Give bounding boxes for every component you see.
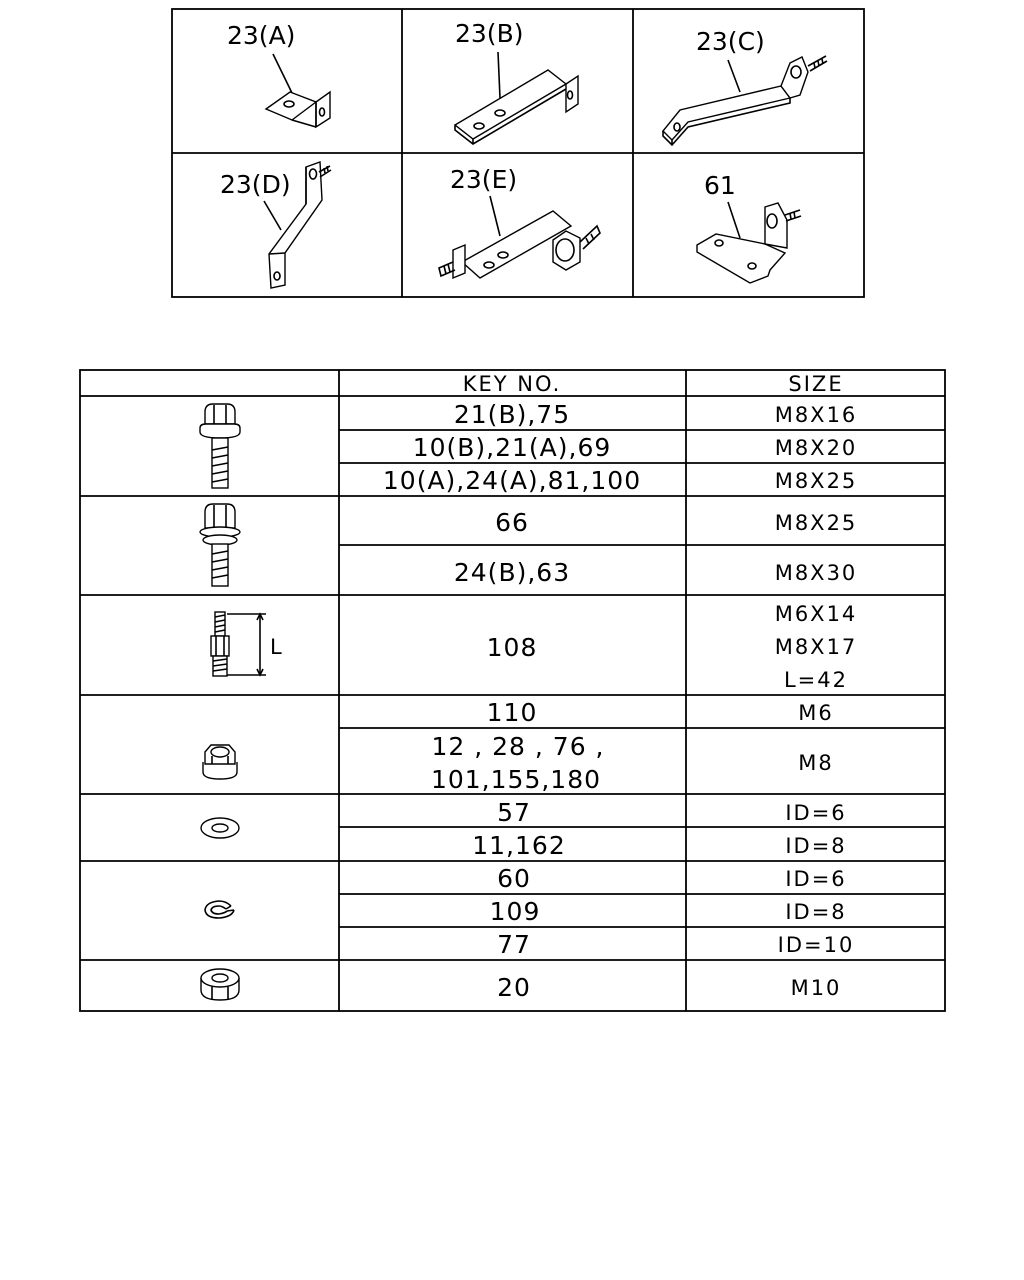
bolt-hole	[308, 168, 318, 180]
size-cell: ID=10	[778, 933, 855, 957]
key-no-cell: 20	[497, 973, 531, 1002]
bracket-23a[interactable]: 23(A)	[227, 21, 331, 129]
key-no-cell: 101,155,180	[431, 765, 601, 794]
key-no-cell: 10(A),24(A),81,100	[383, 466, 641, 495]
bolt-hole	[747, 262, 757, 270]
flange-nut-icon	[202, 744, 238, 780]
bracket-23e-flange-right	[552, 230, 581, 271]
bracket-23d-strap	[268, 161, 323, 289]
size-cell: L=42	[784, 668, 848, 692]
fastener-table	[79, 369, 946, 1012]
key-no-cell: 66	[495, 508, 529, 537]
bolt-hole	[790, 65, 802, 79]
bracket-label: 23(C)	[696, 27, 765, 56]
bolt-hole	[283, 100, 295, 108]
leader-line	[727, 59, 741, 93]
size-cell: M8	[798, 751, 833, 775]
bracket-23e[interactable]: 23(E)	[438, 165, 601, 280]
key-no-cell: 57	[497, 798, 531, 827]
bracket-label: 61	[704, 171, 736, 200]
bolt-hole	[318, 107, 326, 117]
size-cell: M8X25	[775, 469, 858, 493]
size-cell: M6	[798, 701, 833, 725]
size-cell: ID=6	[785, 801, 846, 825]
key-no-cell: 11,162	[472, 831, 565, 860]
header-key-no: KEY NO.	[463, 372, 562, 396]
leader-line	[263, 200, 282, 231]
flat-washer-icon	[200, 817, 240, 839]
leader-line	[489, 195, 501, 237]
leader-line	[727, 201, 741, 239]
stud	[807, 55, 828, 72]
size-cell: ID=8	[785, 834, 846, 858]
bolt-hole	[673, 122, 681, 132]
key-no-cell: 108	[487, 633, 538, 662]
bracket-23e-flange-left	[452, 243, 466, 280]
header-size: SIZE	[788, 372, 843, 396]
size-cell: M8X30	[775, 561, 858, 585]
bolt-hole	[766, 213, 778, 229]
key-no-cell: 110	[487, 698, 538, 727]
bolt-hole	[273, 271, 281, 281]
bolt-hole	[473, 122, 485, 130]
bolt-hole	[483, 261, 495, 269]
size-cell: ID=6	[785, 867, 846, 891]
bolt-hole	[497, 251, 509, 259]
stud	[579, 224, 601, 250]
bracket-23c-strap	[662, 85, 792, 142]
key-no-cell: 12 , 28 , 76 ,	[431, 732, 604, 761]
bolt-hole	[714, 239, 724, 247]
bracket-label: 23(E)	[450, 165, 517, 194]
key-no-cell: 10(B),21(A),69	[413, 433, 612, 462]
bracket-grid	[171, 8, 865, 298]
spacer	[555, 238, 575, 262]
size-cell: M10	[791, 976, 842, 1000]
key-no-cell: 109	[490, 897, 541, 926]
bracket-23c[interactable]: 23(C)	[662, 27, 828, 147]
stud	[438, 261, 456, 278]
stud-bolt-icon: L	[210, 611, 284, 677]
bracket-label: 23(A)	[227, 21, 295, 50]
size-cell: M8X17	[775, 635, 858, 659]
key-no-cell: 21(B),75	[454, 400, 570, 429]
hex-nut-icon	[200, 968, 240, 1001]
table-frame	[79, 369, 946, 1012]
size-cell: ID=8	[785, 900, 846, 924]
bracket-23d[interactable]: 23(D)	[220, 161, 332, 289]
size-cell: M8X20	[775, 436, 858, 460]
leader-line	[272, 53, 293, 94]
snap-ring-icon	[204, 900, 235, 919]
bolt-hole	[566, 90, 574, 100]
bolt-hole	[494, 109, 506, 117]
size-cell: M8X16	[775, 403, 858, 427]
bracket-23a-flange	[315, 90, 331, 129]
bracket-label: 23(D)	[220, 170, 291, 199]
key-no-cell: 60	[497, 864, 531, 893]
bolt-with-washer-icon	[199, 503, 241, 587]
key-no-cell: 77	[497, 930, 531, 959]
bracket-23a-plate	[264, 91, 318, 121]
dimension-label: L	[270, 635, 284, 659]
bracket-23b[interactable]: 23(B)	[453, 19, 579, 145]
key-no-cell: 24(B),63	[454, 558, 570, 587]
bracket-23b-plate	[453, 69, 568, 140]
leader-line	[497, 51, 501, 99]
size-cell: M6X14	[775, 602, 858, 626]
bracket-61[interactable]: 61	[696, 171, 802, 284]
bracket-label: 23(B)	[455, 19, 523, 48]
size-cell: M8X25	[775, 511, 858, 535]
stud	[784, 209, 802, 222]
flange-bolt-icon	[199, 403, 241, 489]
